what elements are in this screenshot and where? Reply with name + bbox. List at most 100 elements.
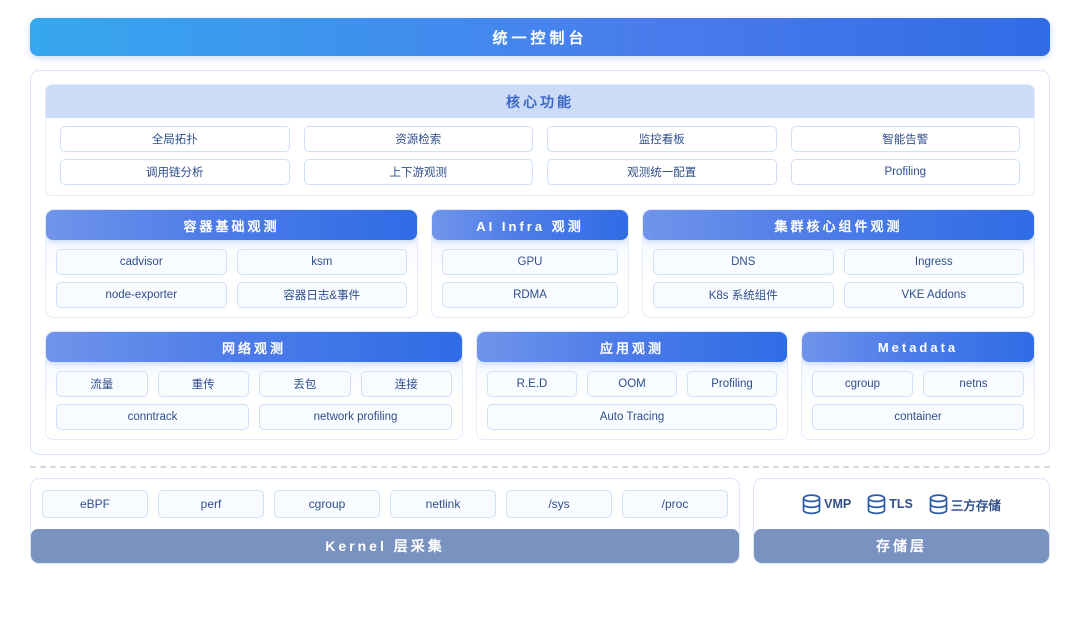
kernel-chip[interactable]: eBPF xyxy=(42,490,148,518)
module-body: R.E.D OOM Profiling Auto Tracing xyxy=(477,371,787,430)
module-chip[interactable]: 重传 xyxy=(157,371,249,397)
module-network-observability: 网络观测 流量 重传 丢包 连接 conntrack network profi… xyxy=(45,331,463,440)
module-chip[interactable]: GPU xyxy=(442,249,618,275)
core-chip[interactable]: Profiling xyxy=(790,159,1020,185)
section-divider xyxy=(30,466,1050,468)
module-row-infra: 容器基础观测 cadvisor ksm node-exporter 容器日志&事… xyxy=(45,209,1035,318)
module-chip-row: container xyxy=(812,404,1024,430)
module-chip[interactable]: VKE Addons xyxy=(843,282,1024,308)
storage-item-row: VMP TLS xyxy=(765,490,1038,518)
core-functions-section: 核心功能 全局拓扑 资源检索 监控看板 智能告警 调用链分析 上下游观测 观测统… xyxy=(45,84,1035,196)
database-icon xyxy=(802,493,821,515)
kernel-footer-label: Kernel 层采集 xyxy=(325,538,445,554)
module-chip[interactable]: R.E.D xyxy=(487,371,577,397)
core-functions-header: 核心功能 xyxy=(46,85,1034,118)
module-chip[interactable]: 容器日志&事件 xyxy=(236,282,407,308)
kernel-chip[interactable]: perf xyxy=(158,490,264,518)
module-chip[interactable]: Profiling xyxy=(687,371,777,397)
module-title: 容器基础观测 xyxy=(183,218,280,234)
module-row-telemetry: 网络观测 流量 重传 丢包 连接 conntrack network profi… xyxy=(45,331,1035,440)
storage-item-label: 三方存储 xyxy=(950,498,1001,513)
module-title: 应用观测 xyxy=(599,340,664,356)
module-body: 流量 重传 丢包 连接 conntrack network profiling xyxy=(46,371,462,430)
database-icon xyxy=(867,493,886,515)
core-chip[interactable]: 监控看板 xyxy=(547,126,777,152)
kernel-chip[interactable]: /sys xyxy=(506,490,612,518)
module-container-observability: 容器基础观测 cadvisor ksm node-exporter 容器日志&事… xyxy=(45,209,418,318)
platform-panel: 核心功能 全局拓扑 资源检索 监控看板 智能告警 调用链分析 上下游观测 观测统… xyxy=(30,70,1050,455)
module-chip-row: 流量 重传 丢包 连接 xyxy=(56,371,452,397)
core-chip[interactable]: 观测统一配置 xyxy=(547,159,777,185)
module-chip-row: K8s 系统组件 VKE Addons xyxy=(653,282,1024,308)
module-chip-row: cgroup netns xyxy=(812,371,1024,397)
module-chip[interactable]: node-exporter xyxy=(56,282,227,308)
module-header: Metadata xyxy=(802,332,1034,362)
module-chip[interactable]: cgroup xyxy=(812,371,913,397)
storage-footer: 存储层 xyxy=(754,529,1049,563)
module-metadata: Metadata cgroup netns container xyxy=(801,331,1035,440)
module-body: cadvisor ksm node-exporter 容器日志&事件 xyxy=(46,249,417,308)
module-chip[interactable]: conntrack xyxy=(56,404,249,430)
module-chip[interactable]: netns xyxy=(923,371,1024,397)
core-chip[interactable]: 智能告警 xyxy=(790,126,1020,152)
module-body: GPU RDMA xyxy=(432,249,628,308)
database-icon xyxy=(929,493,948,515)
module-chip-row: node-exporter 容器日志&事件 xyxy=(56,282,407,308)
module-application-observability: 应用观测 R.E.D OOM Profiling Auto Tracing xyxy=(476,331,788,440)
core-functions-title: 核心功能 xyxy=(506,93,574,110)
module-chip-row: R.E.D OOM Profiling xyxy=(487,371,777,397)
module-chip[interactable]: Auto Tracing xyxy=(487,404,777,430)
module-chip[interactable]: RDMA xyxy=(442,282,618,308)
module-chip-row: DNS Ingress xyxy=(653,249,1024,275)
kernel-collection-panel: eBPF perf cgroup netlink /sys /proc Kern… xyxy=(30,478,740,564)
module-chip[interactable]: 连接 xyxy=(360,371,452,397)
storage-item-third-party[interactable]: 三方存储 xyxy=(929,493,1001,515)
module-chip[interactable]: Ingress xyxy=(843,249,1024,275)
module-body: cgroup netns container xyxy=(802,371,1034,430)
storage-panel: VMP TLS xyxy=(753,478,1050,564)
kernel-chip[interactable]: /proc xyxy=(622,490,728,518)
module-chip[interactable]: K8s 系统组件 xyxy=(653,282,834,308)
core-chip[interactable]: 上下游观测 xyxy=(303,159,533,185)
module-chip[interactable]: network profiling xyxy=(259,404,452,430)
storage-item-label: VMP xyxy=(824,497,852,511)
kernel-chip[interactable]: cgroup xyxy=(274,490,380,518)
core-chip[interactable]: 调用链分析 xyxy=(60,159,290,185)
module-chip[interactable]: ksm xyxy=(236,249,407,275)
module-chip[interactable]: OOM xyxy=(587,371,677,397)
infrastructure-row: eBPF perf cgroup netlink /sys /proc Kern… xyxy=(30,478,1050,564)
core-functions-body: 全局拓扑 资源检索 监控看板 智能告警 调用链分析 上下游观测 观测统一配置 P… xyxy=(46,118,1034,195)
module-header: 网络观测 xyxy=(46,332,462,362)
storage-item-vmp[interactable]: VMP xyxy=(802,493,852,515)
storage-item-tls[interactable]: TLS xyxy=(867,493,913,515)
kernel-chip[interactable]: netlink xyxy=(390,490,496,518)
console-banner-title: 统一控制台 xyxy=(492,29,588,47)
storage-item-label: TLS xyxy=(889,497,913,511)
module-chip[interactable]: DNS xyxy=(653,249,834,275)
module-chip[interactable]: container xyxy=(812,404,1024,430)
module-chip-row: cadvisor ksm xyxy=(56,249,407,275)
kernel-chip-row: eBPF perf cgroup netlink /sys /proc xyxy=(42,490,728,518)
module-chip-row: conntrack network profiling xyxy=(56,404,452,430)
module-chip[interactable]: 流量 xyxy=(56,371,148,397)
module-header: 容器基础观测 xyxy=(46,210,417,240)
module-ai-infra-observability: AI Infra 观测 GPU RDMA xyxy=(431,209,629,318)
module-chip[interactable]: cadvisor xyxy=(56,249,227,275)
module-chip[interactable]: 丢包 xyxy=(259,371,351,397)
module-cluster-core-components: 集群核心组件观测 DNS Ingress K8s 系统组件 VKE Addons xyxy=(642,209,1035,318)
core-chip[interactable]: 全局拓扑 xyxy=(60,126,290,152)
module-chip-row: Auto Tracing xyxy=(487,404,777,430)
core-functions-row: 全局拓扑 资源检索 监控看板 智能告警 xyxy=(60,126,1020,152)
module-title: AI Infra 观测 xyxy=(476,218,584,234)
module-header: 应用观测 xyxy=(477,332,787,362)
console-banner: 统一控制台 xyxy=(30,18,1050,56)
module-header: 集群核心组件观测 xyxy=(643,210,1034,240)
module-chip-row: GPU xyxy=(442,249,618,275)
module-title: Metadata xyxy=(877,339,959,355)
module-title: 集群核心组件观测 xyxy=(774,218,903,234)
core-functions-row: 调用链分析 上下游观测 观测统一配置 Profiling xyxy=(60,159,1020,185)
kernel-footer: Kernel 层采集 xyxy=(31,529,739,563)
module-header: AI Infra 观测 xyxy=(432,210,628,240)
core-chip[interactable]: 资源检索 xyxy=(303,126,533,152)
